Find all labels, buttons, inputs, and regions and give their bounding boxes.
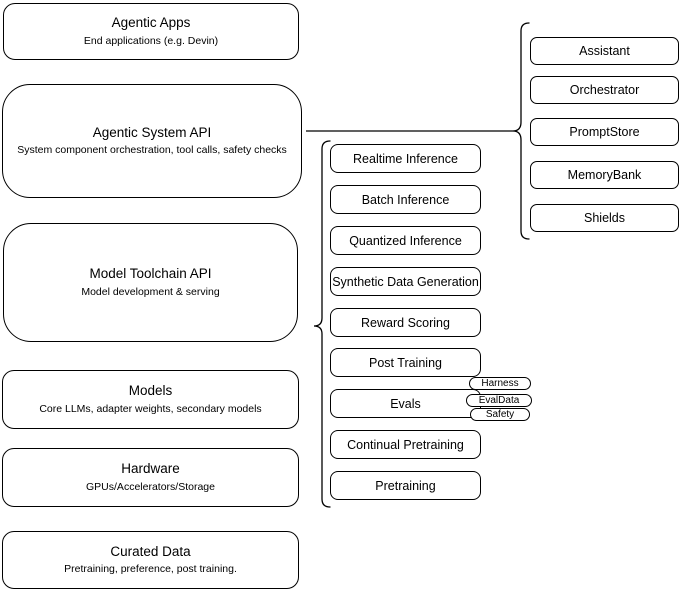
node-batch-inference[interactable]: Batch Inference	[330, 185, 481, 214]
node-pretraining[interactable]: Pretraining	[330, 471, 481, 500]
node-post-training[interactable]: Post Training	[330, 348, 481, 377]
toolchain-services-brace	[313, 140, 331, 508]
node-subtitle: GPUs/Accelerators/Storage	[86, 480, 215, 493]
node-shields[interactable]: Shields	[530, 204, 679, 232]
node-agentic-apps[interactable]: Agentic Apps End applications (e.g. Devi…	[3, 3, 299, 60]
node-continual-pretraining[interactable]: Continual Pretraining	[330, 430, 481, 459]
node-orchestrator[interactable]: Orchestrator	[530, 76, 679, 104]
node-title: Models	[128, 383, 173, 399]
node-reward-scoring[interactable]: Reward Scoring	[330, 308, 481, 337]
node-subtitle: Core LLMs, adapter weights, secondary mo…	[39, 402, 262, 415]
system-components-brace	[512, 22, 530, 240]
node-subtitle: Pretraining, preference, post training.	[64, 563, 237, 576]
node-title: Curated Data	[110, 543, 191, 559]
node-eval-safety[interactable]: Safety	[470, 408, 530, 421]
node-agentic-system-api[interactable]: Agentic System API System component orch…	[2, 84, 302, 198]
node-eval-evaldata[interactable]: EvalData	[466, 394, 532, 407]
node-memorybank[interactable]: MemoryBank	[530, 161, 679, 189]
node-title: Agentic Apps	[111, 15, 191, 31]
node-quantized-inference[interactable]: Quantized Inference	[330, 226, 481, 255]
node-model-toolchain-api[interactable]: Model Toolchain API Model development & …	[3, 223, 298, 342]
node-curated-data[interactable]: Curated Data Pretraining, preference, po…	[2, 531, 299, 589]
node-promptstore[interactable]: PromptStore	[530, 118, 679, 146]
node-subtitle: End applications (e.g. Devin)	[83, 34, 219, 47]
node-subtitle: System component orchestration, tool cal…	[17, 144, 287, 157]
node-title: Hardware	[121, 461, 180, 477]
node-subtitle: Model development & serving	[81, 285, 220, 298]
node-assistant[interactable]: Assistant	[530, 37, 679, 65]
node-synthetic-data-generation[interactable]: Synthetic Data Generation	[330, 267, 481, 296]
node-hardware[interactable]: Hardware GPUs/Accelerators/Storage	[2, 448, 299, 507]
node-title: Model Toolchain API	[89, 266, 212, 282]
node-evals[interactable]: Evals	[330, 389, 481, 418]
node-title: Agentic System API	[92, 124, 212, 140]
node-models[interactable]: Models Core LLMs, adapter weights, secon…	[2, 370, 299, 429]
node-eval-harness[interactable]: Harness	[469, 377, 531, 390]
node-realtime-inference[interactable]: Realtime Inference	[330, 144, 481, 173]
